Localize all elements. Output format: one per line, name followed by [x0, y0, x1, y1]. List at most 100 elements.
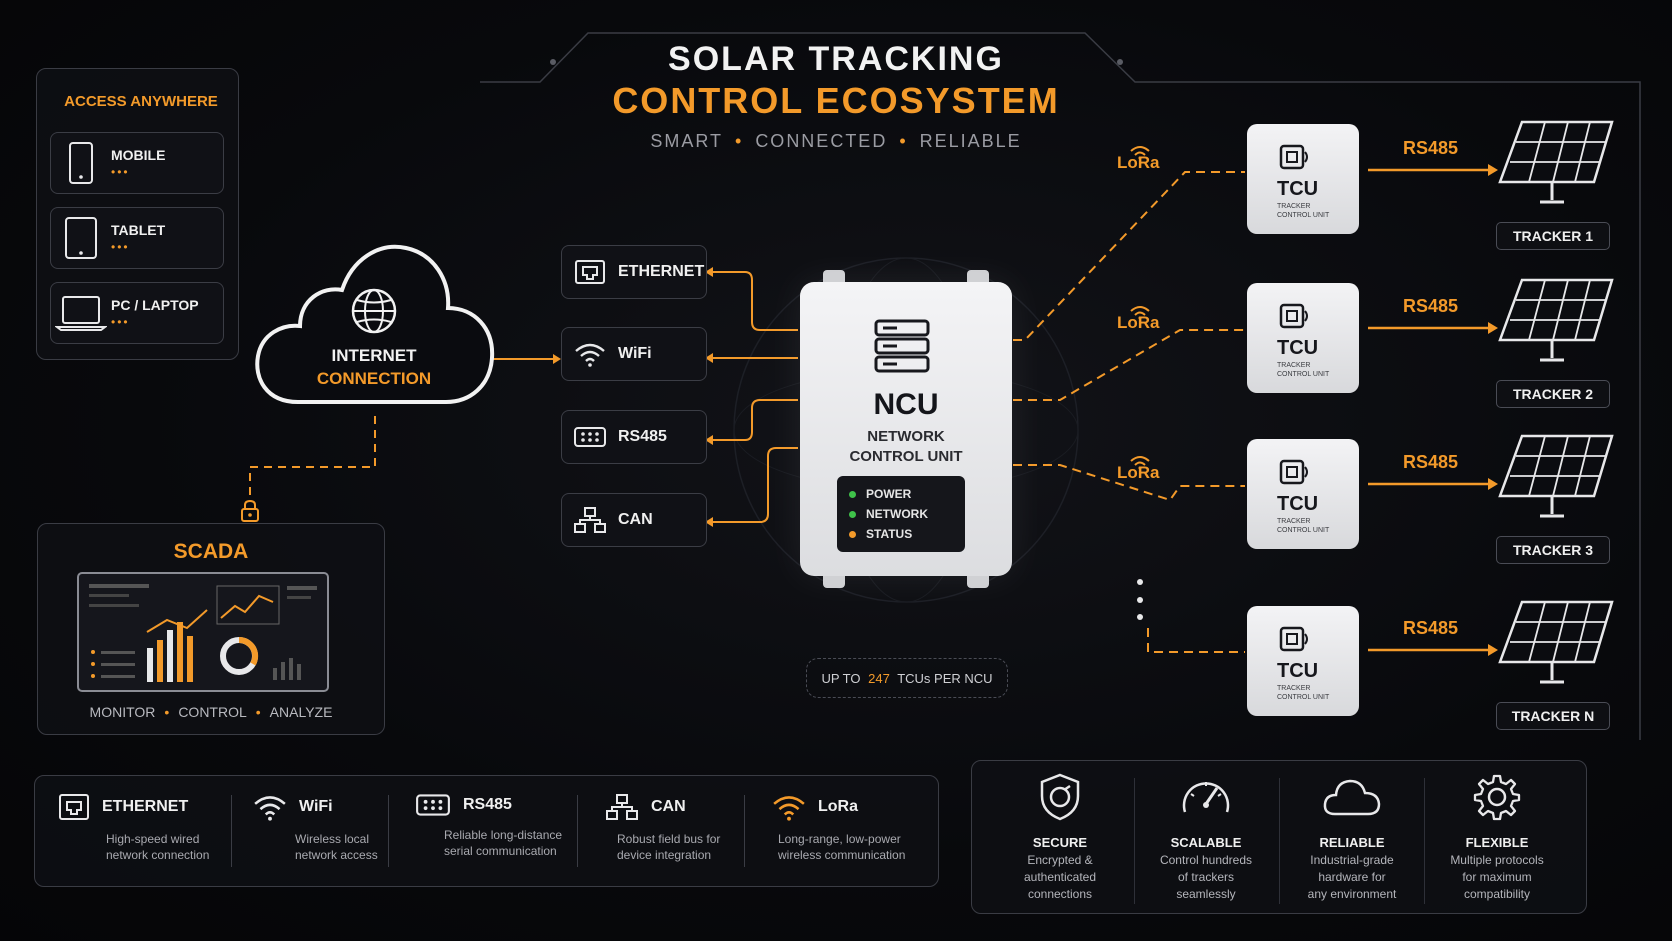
gauge-icon [1182, 782, 1230, 813]
lora-signal-icon [1130, 306, 1150, 319]
lora-label-3: LoRa [1117, 456, 1160, 483]
tagline-smart: SMART [650, 131, 723, 151]
rs485-label-n: RS485 [1403, 618, 1459, 638]
ncu-subtitle: NETWORK CONTROL UNIT [800, 427, 1012, 467]
lora-signal-icon [1130, 146, 1150, 159]
access-label-laptop: PC / LAPTOP [111, 297, 199, 313]
access-label-tablet: TABLET [111, 222, 166, 238]
legend-name: RS485 [463, 796, 512, 813]
feature-desc-line: of trackers [1177, 870, 1234, 884]
status-row-network: NETWORK [849, 504, 953, 524]
tcu-subtitle-line-2: CONTROL UNIT [1277, 371, 1330, 378]
solar-panel-icon [1498, 120, 1614, 204]
feature-desc-line: Industrial-grade [1310, 853, 1394, 867]
legend-rs485: RS485 Reliable long-distance serial commu… [415, 793, 562, 859]
protocol-legend-panel [34, 775, 939, 887]
network-tree-icon [606, 794, 638, 820]
lora-signal-icon [1130, 456, 1150, 469]
internet-cloud [255, 244, 495, 404]
protocol-ethernet[interactable]: ETHERNET [561, 245, 707, 299]
rs485-port-icon [562, 426, 618, 448]
feature-name: RELIABLE [1319, 835, 1385, 850]
legend-desc-line-1: Robust field bus for [617, 832, 721, 846]
tcu-subtitle-line-1: TRACKER [1277, 685, 1311, 692]
access-item-laptop[interactable]: PC / LAPTOP ••• [50, 282, 224, 344]
tcu-device-3[interactable]: TCU TRACKER CONTROL UNIT [1247, 439, 1359, 549]
access-dots: ••• [111, 165, 130, 179]
protocol-rs485[interactable]: RS485 [561, 410, 707, 464]
feature-desc-line: Encrypted & [1027, 853, 1093, 867]
tcu-subtitle-line-2: CONTROL UNIT [1277, 527, 1330, 534]
tcu-subtitle-line-1: TRACKER [1277, 362, 1311, 369]
legend-divider [231, 795, 232, 867]
status-label-network: NETWORK [866, 507, 928, 521]
lora-label-1: LoRa [1117, 146, 1160, 173]
legend-desc-line-2: serial communication [444, 844, 557, 858]
protocol-label-wifi: WiFi [618, 345, 652, 362]
cloud-label-connection: CONNECTION [316, 369, 432, 388]
wifi-icon [562, 341, 618, 367]
tcu-subtitle-line-1: TRACKER [1277, 203, 1311, 210]
ncu-title: NCU [873, 388, 939, 421]
legend-desc-line-1: Reliable long-distance [444, 828, 563, 842]
feature-desc-line: Control hundreds [1159, 853, 1253, 867]
chip-icon [1279, 144, 1308, 170]
laptop-icon [51, 295, 111, 331]
feature-divider [1424, 778, 1425, 904]
legend-desc: Reliable long-distance serial communicati… [444, 827, 562, 859]
protocol-can[interactable]: CAN [561, 493, 707, 547]
status-label-status: STATUS [866, 527, 913, 541]
feature-divider [1279, 778, 1280, 904]
legend-desc: Robust field bus for device integration [617, 831, 720, 863]
tcu-subtitle-line-1: TRACKER [1277, 518, 1311, 525]
feature-desc-line: for maximum [1462, 870, 1532, 884]
legend-can: CAN Robust field bus for device integrati… [605, 793, 720, 863]
legend-desc-line-2: device integration [617, 848, 712, 862]
legend-desc-line-1: Wireless local [295, 832, 370, 846]
tcu-subtitle: TRACKER CONTROL UNIT [1277, 361, 1329, 379]
status-led [849, 530, 856, 538]
protocol-label-rs485: RS485 [618, 428, 667, 445]
chip-icon [1279, 459, 1308, 485]
feature-divider [1134, 778, 1135, 904]
scada-footer: MONITOR•CONTROL•ANALYZE [89, 704, 333, 720]
access-dots: ••• [111, 315, 130, 329]
access-item-mobile[interactable]: MOBILE ••• [50, 132, 224, 194]
tcu-subtitle-line-2: CONTROL UNIT [1277, 212, 1330, 219]
legend-divider [744, 795, 745, 867]
cloud-label-internet: INTERNET [331, 346, 417, 365]
chip-icon [1279, 303, 1308, 329]
legend-desc-line-1: Long-range, low-power [778, 832, 901, 846]
status-label-power: POWER [866, 487, 912, 501]
ncu-status-panel: POWER NETWORK STATUS [837, 476, 965, 552]
title-line-2: CONTROL ECOSYSTEM [612, 80, 1060, 121]
network-led [849, 510, 856, 518]
ncu-note-suffix: TCUs PER NCU [893, 670, 993, 686]
tracker-label-1: TRACKER 1 [1496, 222, 1610, 250]
lora-text: LoRa [1117, 313, 1160, 332]
feature-name: SECURE [1032, 835, 1088, 850]
status-row-power: POWER [849, 484, 953, 504]
access-item-tablet[interactable]: TABLET ••• [50, 207, 224, 269]
ncu-subtitle-line-1: NETWORK [867, 428, 945, 445]
legend-desc-line-2: wireless communication [778, 848, 906, 862]
rs485-label-1: RS485 [1403, 138, 1459, 158]
tcu-subtitle: TRACKER CONTROL UNIT [1277, 202, 1329, 220]
tcu-title: TCU [1277, 493, 1319, 515]
tagline: SMART•CONNECTED•RELIABLE [650, 131, 1022, 151]
scada-title: SCADA [173, 540, 249, 563]
feature-name: FLEXIBLE [1465, 835, 1529, 850]
protocol-wifi[interactable]: WiFi [561, 327, 707, 381]
legend-name: CAN [651, 798, 686, 815]
